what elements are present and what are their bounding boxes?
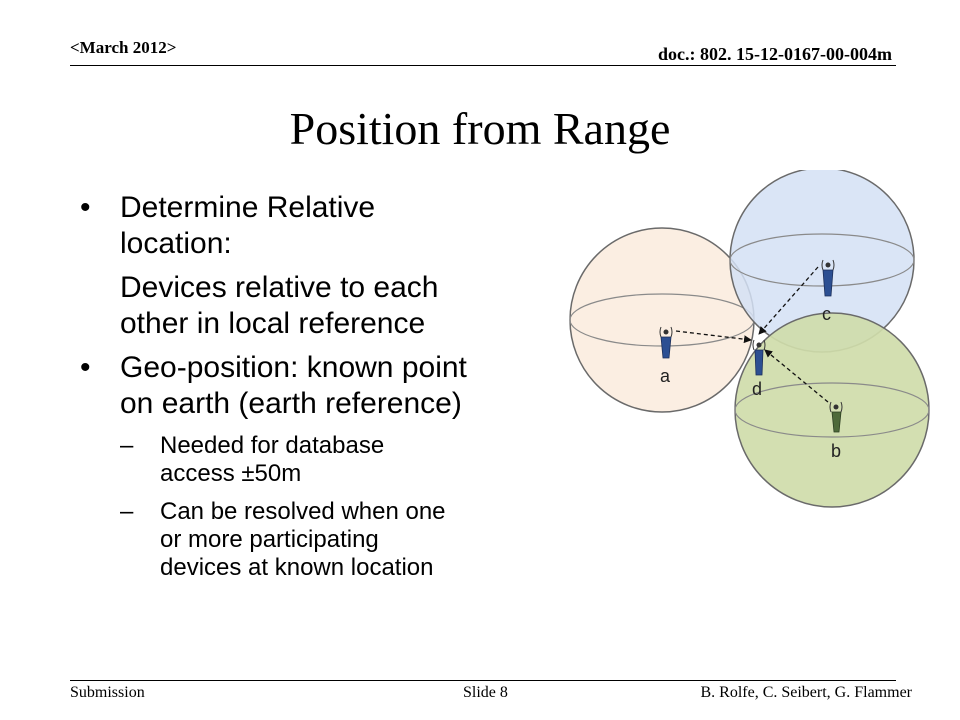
footer-slide-number: Slide 8 [463,684,508,701]
header-date: <March 2012> [70,38,177,57]
header-rule [70,65,896,66]
bullet-relative-location: • Determine Relative location: [80,190,560,262]
bullet-text: Geo-position: known point [120,351,467,384]
footer-authors: B. Rolfe, C. Seibert, G. Flammer [700,684,912,701]
subbullet-text: Needed for database [160,432,385,459]
range-spheres-diagram: a c d b [569,170,930,508]
label-c: c [822,304,831,324]
sphere-c-equator [729,233,915,287]
bullet-text: location: [120,227,232,260]
label-a: a [660,366,671,386]
subbullet-dash: – [120,432,134,459]
sphere-b [734,312,930,508]
bullet-dot: • [80,351,91,384]
subbullet-resolved: – Can be resolved when one or more parti… [80,498,560,582]
bullet-text: Determine Relative [120,191,376,224]
footer-submission: Submission [70,684,145,701]
label-b: b [831,441,841,461]
continuation-text: Devices relative to each [120,271,439,304]
subbullet-dash: – [120,498,134,525]
arrow-c-to-d [758,266,819,335]
sphere-b-equator [734,382,930,438]
continuation-text: other in local reference [120,307,426,340]
subbullet-text: devices at known location [160,554,434,581]
device-c-icon [821,259,835,297]
label-d: d [752,379,762,399]
subbullet-text: or more participating [160,526,379,553]
bullet-dot: • [80,191,91,224]
sphere-b-body [734,312,930,508]
subbullet-database: – Needed for database access ±50m [80,432,560,488]
footer-rule [70,680,896,681]
arrow-a-to-d [675,330,752,344]
device-a-icon [659,326,673,359]
device-b-icon [829,401,843,433]
slide-title: Position from Range [289,103,671,154]
bullet-list: • Determine Relative location: Devices r… [80,190,560,582]
header-doc-number: doc.: 802. 15-12-0167-00-004m [658,44,892,64]
bullet-continuation: Devices relative to each other in local … [80,270,560,342]
device-d-icon [752,339,766,376]
subbullet-text: access ±50m [160,460,302,487]
bullet-geo-position: • Geo-position: known point on earth (ea… [80,350,560,422]
subbullet-text: Can be resolved when one [160,498,446,525]
bullet-text: on earth (earth reference) [120,387,462,420]
